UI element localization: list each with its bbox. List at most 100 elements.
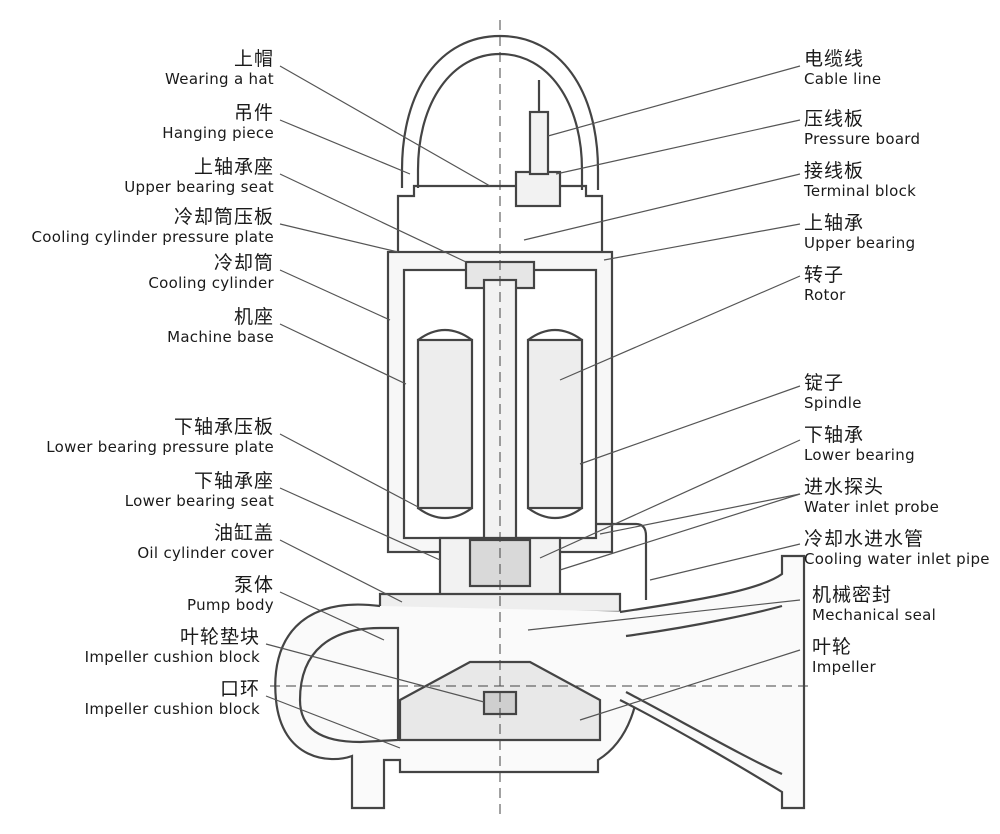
label-en: Cooling cylinder — [148, 274, 274, 292]
label-en: Lower bearing seat — [124, 492, 274, 510]
label-zh: 转子 — [804, 264, 845, 286]
label-zh: 机械密封 — [812, 584, 893, 606]
label-pressure-board: 压线板 Pressure board — [804, 110, 920, 147]
label-zh: 压线板 — [804, 108, 865, 130]
label-zh: 机座 — [233, 306, 274, 328]
label-impeller: 叶轮 Impeller — [812, 638, 876, 675]
leader-hanging-piece — [279, 119, 411, 175]
label-zh: 冷却筒压板 — [173, 206, 274, 228]
label-hanging-piece: 吊件 Hanging piece — [162, 104, 274, 141]
label-en: Terminal block — [804, 182, 917, 200]
label-rotor: 转子 Rotor — [804, 266, 846, 303]
label-pump-body: 泵体 Pump body — [187, 576, 274, 613]
leader-spindle — [579, 385, 801, 465]
label-upper-bearing-seat: 上轴承座 Upper bearing seat — [124, 158, 274, 195]
leader-cooling-pipe — [649, 543, 801, 581]
label-zh: 叶轮垫块 — [179, 626, 260, 648]
label-zh: 泵体 — [233, 574, 274, 596]
discharge-elbow — [619, 554, 806, 810]
label-en: Pressure board — [804, 130, 921, 148]
label-zh: 下轴承压板 — [173, 416, 274, 438]
label-wearing-hat: 上帽 Wearing a hat — [165, 50, 274, 87]
label-lower-bearing: 下轴承 Lower bearing — [804, 426, 915, 463]
label-en: Cooling water inlet pipe — [804, 550, 990, 568]
label-lower-bearing-seat: 下轴承座 Lower bearing seat — [125, 472, 274, 509]
stator-right — [526, 338, 584, 510]
label-en: Upper bearing — [804, 234, 916, 252]
label-en: Lower bearing — [804, 446, 915, 464]
label-mouth-ring: 口环 Impeller cushion block — [85, 680, 260, 717]
label-zh: 进水探头 — [804, 476, 885, 498]
label-cable-line: 电缆线 Cable line — [804, 50, 881, 87]
leader-impeller — [579, 649, 801, 721]
label-zh: 电缆线 — [804, 48, 865, 70]
label-en: Mechanical seal — [812, 606, 937, 624]
label-spindle: 锭子 Spindle — [804, 374, 862, 411]
leader-rotor — [559, 275, 801, 381]
leader-machine-base — [279, 323, 407, 385]
leader-lower-pressure-plate — [279, 433, 421, 509]
label-cooling-cylinder-pressure-plate: 冷却筒压板 Cooling cylinder pressure plate — [32, 208, 274, 245]
label-terminal-block: 接线板 Terminal block — [804, 162, 916, 199]
label-water-inlet-probe: 进水探头 Water inlet probe — [804, 478, 939, 515]
label-zh: 叶轮 — [812, 636, 853, 658]
label-machine-base: 机座 Machine base — [167, 308, 274, 345]
label-cooling-cylinder: 冷却筒 Cooling cylinder — [148, 254, 274, 291]
label-en: Lower bearing pressure plate — [46, 438, 274, 456]
label-zh: 冷却筒 — [213, 252, 274, 274]
leader-cylinder-pressure-plate — [279, 223, 399, 253]
leader-wearing-hat — [279, 65, 491, 187]
leader-oil-cylinder-cover — [279, 539, 403, 603]
label-zh: 上帽 — [233, 48, 274, 70]
label-zh: 吊件 — [233, 102, 274, 124]
label-zh: 接线板 — [804, 160, 865, 182]
label-en: Rotor — [804, 286, 846, 304]
label-mechanical-seal: 机械密封 Mechanical seal — [812, 586, 936, 623]
leader-terminal-block — [523, 173, 801, 241]
cooling-water-pipe — [596, 522, 648, 600]
leader-lower-bearing — [539, 439, 801, 559]
cable-gland — [528, 110, 550, 176]
label-zh: 上轴承座 — [193, 156, 274, 178]
label-en: Impeller cushion block — [84, 700, 260, 718]
leader-pressure-board — [555, 119, 801, 175]
label-zh: 锭子 — [804, 372, 845, 394]
leader-water-probe-2 — [559, 493, 801, 571]
label-zh: 油缸盖 — [213, 522, 274, 544]
label-zh: 冷却水进水管 — [804, 528, 925, 550]
leader-mechanical-seal — [527, 599, 801, 631]
label-en: Hanging piece — [162, 124, 274, 142]
stator-left — [416, 338, 474, 510]
label-en: Wearing a hat — [165, 70, 274, 88]
leader-water-probe-1 — [599, 493, 801, 535]
label-lower-bearing-pressure-plate: 下轴承压板 Lower bearing pressure plate — [46, 418, 274, 455]
terminal-box — [514, 170, 562, 208]
label-en: Cooling cylinder pressure plate — [31, 228, 274, 246]
label-cooling-water-inlet-pipe: 冷却水进水管 Cooling water inlet pipe — [804, 530, 990, 567]
label-zh: 口环 — [219, 678, 260, 700]
label-en: Oil cylinder cover — [137, 544, 274, 562]
leader-lower-bearing-seat — [279, 487, 441, 561]
label-oil-cylinder-cover: 油缸盖 Oil cylinder cover — [137, 524, 274, 561]
label-zh: 下轴承座 — [193, 470, 274, 492]
label-en: Impeller cushion block — [84, 648, 260, 666]
leader-upper-bearing — [603, 223, 801, 261]
label-en: Upper bearing seat — [124, 178, 274, 196]
leader-mouth-ring — [265, 695, 401, 749]
label-zh: 上轴承 — [804, 212, 865, 234]
label-en: Spindle — [804, 394, 862, 412]
label-zh: 下轴承 — [804, 424, 865, 446]
leader-cooling-cylinder — [279, 269, 391, 321]
leader-upper-bearing-seat — [279, 173, 467, 263]
label-en: Impeller — [812, 658, 876, 676]
label-en: Cable line — [804, 70, 882, 88]
label-upper-bearing: 上轴承 Upper bearing — [804, 214, 915, 251]
label-en: Water inlet probe — [804, 498, 940, 516]
label-impeller-cushion-block: 叶轮垫块 Impeller cushion block — [85, 628, 260, 665]
leader-cable-line — [547, 65, 801, 137]
leader-impeller-cushion — [265, 643, 485, 703]
label-en: Machine base — [167, 328, 274, 346]
leader-pump-body — [279, 591, 385, 641]
